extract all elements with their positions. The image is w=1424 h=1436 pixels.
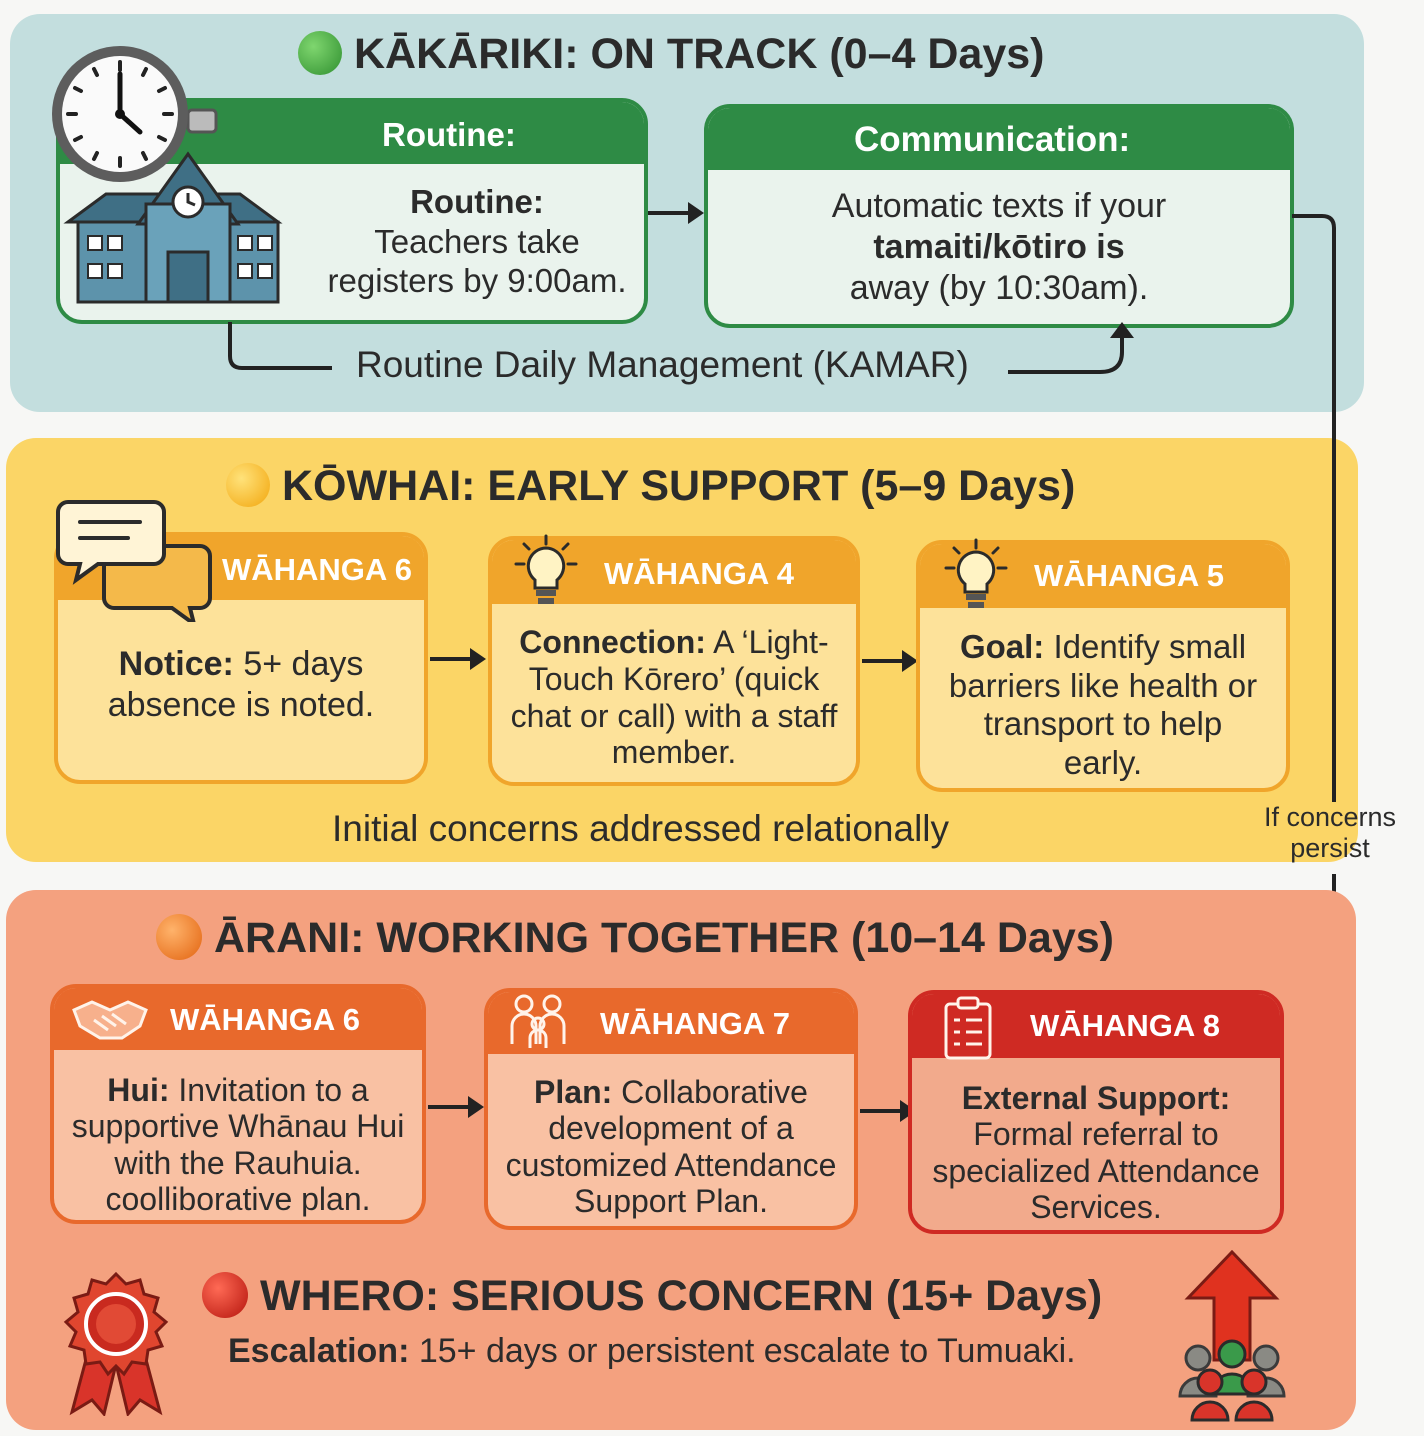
kowhai-goal-body: Goal: Identify small barriers like healt…	[948, 628, 1258, 781]
kowhai-connection-body: Connection: A ‘Light-Touch Kōrero’ (quic…	[510, 624, 838, 771]
communication-box: Communication: Automatic texts if your t…	[704, 104, 1294, 328]
red-escalation-text: Escalation: 15+ days or persistent escal…	[228, 1332, 1076, 1370]
rosette-icon	[63, 1272, 169, 1416]
routine-box-header: Routine:	[382, 116, 516, 153]
orange-status-dot	[156, 913, 202, 960]
orange-tier-title: ĀRANI: WORKING TOGETHER (10–14 Days)	[156, 913, 1114, 964]
arani-external-support-body: External Support: Formal referral to spe…	[932, 1080, 1260, 1226]
arani-plan-header: WĀHANGA 7	[600, 1006, 791, 1041]
arani-hui-body: Hui: Invitation to a supportive Whānau H…	[71, 1072, 405, 1218]
kowhai-notice-header: WĀHANGA 6	[222, 552, 413, 587]
communication-text-2: away (by 10:30am).	[849, 268, 1149, 307]
kowhai-notice-body: Notice: 5+ days absence is noted.	[107, 645, 375, 724]
green-status-dot	[298, 30, 342, 75]
kamar-loop-label: Routine Daily Management (KAMAR)	[356, 344, 969, 385]
communication-box-body: Automatic texts if your tamaiti/kōtiro i…	[708, 186, 1290, 308]
kowhai-arrow-1	[430, 648, 486, 670]
kowhai-arrow-2	[862, 650, 918, 672]
arani-plan-box: WĀHANGA 7 Plan: Collaborative developmen…	[484, 988, 858, 1230]
red-status-dot	[202, 1271, 248, 1318]
arani-hui-header: WĀHANGA 6	[170, 1002, 361, 1037]
clipboard-icon	[944, 996, 992, 1060]
routine-text: Teachers take registers by 9:00am.	[327, 222, 627, 300]
yellow-tier-title: KŌWHAI: EARLY SUPPORT (5–9 Days)	[226, 462, 1075, 511]
communication-text-1: Automatic texts if your	[831, 187, 1167, 225]
red-tier-title: WHERO: SERIOUS CONCERN (15+ Days)	[202, 1271, 1102, 1322]
escalation-group-icon	[1178, 1250, 1286, 1422]
kowhai-goal-header: WĀHANGA 5	[1034, 558, 1225, 593]
arani-plan-body: Plan: Collaborative development of a cus…	[505, 1074, 837, 1220]
kowhai-connection-header: WĀHANGA 4	[604, 556, 795, 591]
chat-bubbles-icon	[56, 500, 212, 622]
kowhai-caption: Initial concerns addressed relationally	[332, 808, 950, 849]
routine-to-communication-arrow	[648, 202, 704, 224]
communication-box-header: Communication:	[854, 120, 1131, 159]
family-icon	[510, 994, 566, 1048]
arani-external-support-header: WĀHANGA 8	[1030, 1008, 1221, 1043]
kowhai-connection-box: WĀHANGA 4 Connection: A ‘Light-Touch Kōr…	[488, 536, 860, 786]
communication-bold-text: tamaiti/kōtiro is	[873, 227, 1125, 266]
routine-box-body: Routine: Teachers take registers by 9:00…	[310, 182, 644, 301]
yellow-status-dot	[226, 462, 270, 507]
lightbulb-icon	[514, 534, 578, 604]
handshake-icon	[72, 1000, 148, 1040]
arani-arrow-1	[428, 1096, 484, 1118]
clock-school-icon	[52, 46, 283, 304]
routine-bold-label: Routine:	[410, 183, 544, 220]
kamar-loop-arrow	[228, 322, 1134, 374]
green-tier-title: KĀKĀRIKI: ON TRACK (0–4 Days)	[298, 30, 1044, 79]
lightbulb-icon	[944, 538, 1008, 608]
